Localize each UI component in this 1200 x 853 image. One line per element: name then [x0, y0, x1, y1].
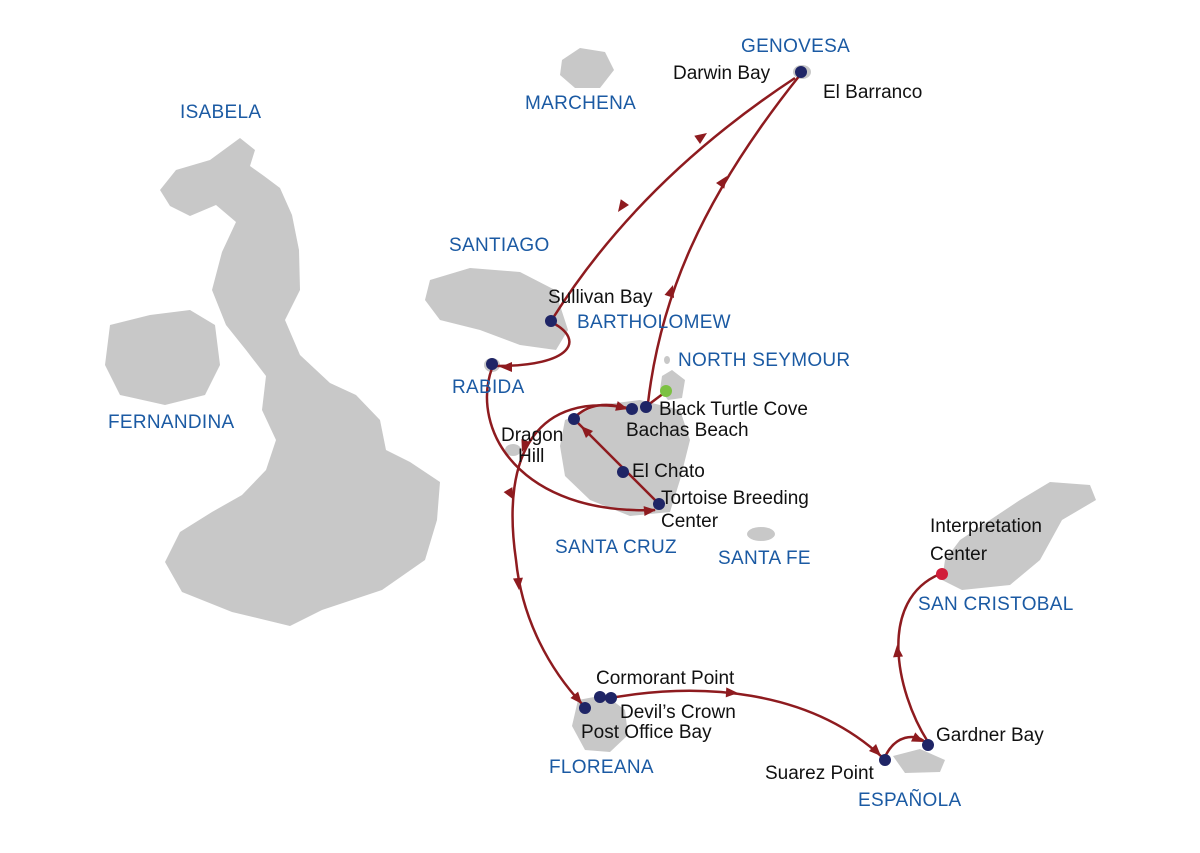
- site-marker-bachas-beach[interactable]: [626, 403, 638, 415]
- site-marker-suarez-point[interactable]: [879, 754, 891, 766]
- site-label-interpretation-line2: Center: [930, 544, 988, 565]
- island-label-santa-cruz: SANTA CRUZ: [555, 537, 677, 558]
- route-arrows: [500, 133, 924, 756]
- route-floreana-espanola: [599, 689, 883, 758]
- site-label-gardner-bay: Gardner Bay: [936, 725, 1044, 746]
- island-label-isabela: ISABELA: [180, 102, 262, 123]
- route-bachas-floreana: [511, 404, 629, 706]
- arrow-icon: [615, 401, 628, 411]
- arrow-icon: [512, 577, 523, 590]
- arrow-icon: [570, 691, 582, 704]
- arrow-icon: [521, 439, 531, 452]
- site-marker-sullivan-bay[interactable]: [545, 315, 557, 327]
- arrow-icon: [911, 732, 924, 742]
- santa-fe-island: [747, 527, 775, 541]
- route-blackturtle-genovesa: [646, 74, 801, 404]
- arrow-icon: [503, 487, 514, 500]
- site-label-sullivan-bay: Sullivan Bay: [548, 287, 653, 308]
- santiago-island: [425, 268, 568, 350]
- site-label-interpretation-line1: Interpretation: [930, 516, 1042, 537]
- island-label-north-seymour: NORTH SEYMOUR: [678, 350, 851, 371]
- island-label-espanola: ESPAÑOLA: [858, 790, 962, 811]
- route-sullivan-rabida: [496, 321, 571, 368]
- site-label-darwin-bay: Darwin Bay: [673, 63, 771, 84]
- marchena-island: [560, 48, 614, 88]
- site-marker-cormorant-point[interactable]: [594, 691, 606, 703]
- espanola-island: [893, 749, 945, 773]
- island-label-genovesa: GENOVESA: [741, 36, 851, 57]
- route-tortoise-dragon: [577, 422, 658, 503]
- site-marker-genovesa[interactable]: [795, 66, 807, 78]
- fernandina-island: [105, 310, 220, 405]
- island-label-santiago: SANTIAGO: [449, 235, 550, 256]
- arrow-icon: [664, 285, 675, 298]
- site-label-el-chato: El Chato: [632, 461, 705, 482]
- land-masses: [105, 48, 1096, 773]
- site-marker-post-office-bay[interactable]: [579, 702, 591, 714]
- island-label-rabida: RABIDA: [452, 377, 525, 398]
- san-cristobal-island: [942, 482, 1096, 590]
- arrow-icon: [716, 176, 727, 189]
- island-label-san-cristobal: SAN CRISTOBAL: [918, 594, 1074, 615]
- site-label-el-barranco: El Barranco: [823, 82, 923, 103]
- site-label-dragon-hill-line2: Hill: [518, 446, 545, 467]
- site-label-post-office-bay: Post Office Bay: [581, 722, 712, 743]
- site-label-cormorant-point: Cormorant Point: [596, 668, 735, 689]
- site-label-dragon-hill-line1: Dragon: [501, 425, 564, 446]
- site-marker-rabida[interactable]: [486, 358, 498, 370]
- site-marker-el-chato[interactable]: [617, 466, 629, 478]
- island-label-fernandina: FERNANDINA: [108, 412, 235, 433]
- island-label-bartholomew: BARTHOLOMEW: [577, 312, 731, 333]
- end-marker-interpretation-center[interactable]: [936, 568, 948, 580]
- island-label-santa-fe: SANTA FE: [718, 548, 811, 569]
- arrow-icon: [694, 133, 707, 144]
- site-label-suarez-point: Suarez Point: [765, 763, 874, 784]
- site-label-black-turtle-cove: Black Turtle Cove: [659, 399, 808, 420]
- island-label-floreana: FLOREANA: [549, 757, 654, 778]
- site-marker-dragon-hill[interactable]: [568, 413, 580, 425]
- route-genovesa-sullivan: [551, 76, 796, 319]
- arrow-icon: [500, 362, 512, 372]
- arrow-icon: [893, 645, 904, 658]
- arrow-icon: [868, 743, 881, 756]
- arrow-icon: [618, 199, 629, 212]
- site-marker-tortoise-breeding-center[interactable]: [653, 498, 665, 510]
- site-marker-black-turtle-cove[interactable]: [640, 401, 652, 413]
- route-rabida-tortoise: [485, 367, 656, 512]
- arrow-icon: [581, 426, 594, 439]
- isabela-island: [160, 138, 440, 626]
- site-label-tortoise-line1: Tortoise Breeding: [661, 488, 809, 509]
- site-marker-gardner-bay[interactable]: [922, 739, 934, 751]
- daphne-islet: [505, 444, 521, 456]
- island-label-marchena: MARCHENA: [525, 93, 637, 114]
- santa-cruz-island: [560, 400, 690, 516]
- arrow-icon: [725, 687, 738, 698]
- site-label-devils-crown: Devil’s Crown: [620, 702, 736, 723]
- start-marker-north-seymour[interactable]: [660, 385, 672, 397]
- site-marker-devils-crown[interactable]: [605, 692, 617, 704]
- mosquera-islet: [664, 356, 670, 364]
- arrow-icon: [643, 506, 656, 517]
- site-label-bachas-beach: Bachas Beach: [626, 420, 749, 441]
- site-label-tortoise-line2: Center: [661, 511, 719, 532]
